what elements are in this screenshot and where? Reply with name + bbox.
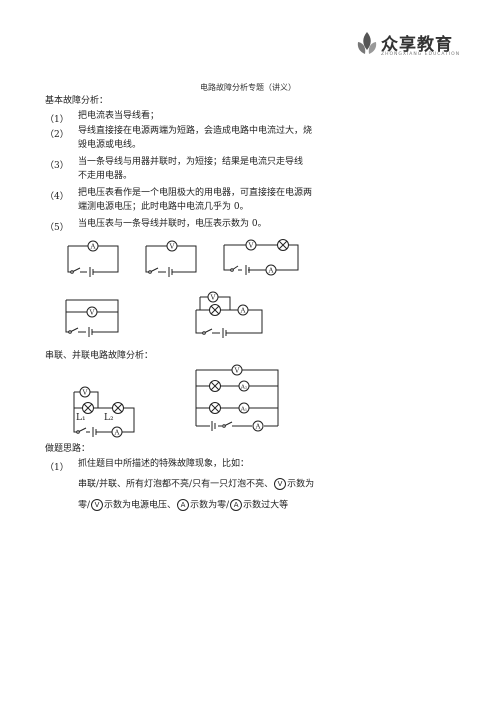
page-title: 电路故障分析专题（讲义） bbox=[200, 83, 296, 92]
item-text: 抓住题目中所描述的特殊故障现象，比如： bbox=[78, 459, 250, 469]
section-heading-basic: 基本故障分析： bbox=[45, 96, 109, 106]
ammeter-symbol-icon: A bbox=[177, 499, 190, 511]
circuit-series-l1-l2 bbox=[73, 386, 135, 438]
item-text: 不走用电器。 bbox=[78, 171, 133, 181]
voltmeter-label: V bbox=[248, 242, 254, 250]
circuit-ammeter-short bbox=[67, 240, 119, 277]
ammeter-label: A bbox=[114, 429, 120, 437]
item-text: 当电压表与一条导线并联时，电压表示数为 0。 bbox=[78, 219, 267, 229]
voltmeter-symbol-icon: V bbox=[274, 478, 287, 490]
brand-logo: 众享教育 ZHONGXIANG EDUCATION bbox=[355, 30, 460, 64]
lamp-labels: L₁ L₂ bbox=[76, 413, 114, 423]
item-text: 导线直接接在电源两端为短路，会造成电路中电流过大，烧 bbox=[78, 126, 313, 136]
item-number: （1） bbox=[45, 463, 69, 473]
item-text: 把电压表看作是一个电阻极大的用电器，可直接接在电源两 bbox=[78, 188, 313, 198]
logo-icon bbox=[357, 32, 377, 54]
meter-labels: A V V A V V A V A V A₂ A₁ A bbox=[82, 242, 274, 437]
section-heading-approach: 做题思路： bbox=[45, 444, 91, 454]
ammeter-a2-label: A₂ bbox=[240, 385, 247, 391]
brand-name: 众享教育 bbox=[381, 35, 453, 55]
voltmeter-label: V bbox=[169, 243, 175, 251]
circuit-voltmeter-wire bbox=[65, 299, 119, 337]
voltmeter-label: V bbox=[210, 294, 216, 302]
ammeter-label: A bbox=[90, 243, 96, 251]
circuit-voltmeter-lamp bbox=[223, 239, 299, 276]
voltmeter-symbol-icon: V bbox=[91, 499, 104, 511]
item-text: 毁电源或电线。 bbox=[78, 140, 142, 150]
lamp-l2-label: L₂ bbox=[104, 413, 114, 423]
circuit-voltmeter-across-lamp bbox=[195, 291, 263, 338]
voltmeter-label: V bbox=[82, 389, 88, 397]
lamp-l1-label: L₁ bbox=[76, 413, 86, 423]
item-text: 把电流表当导线看； bbox=[78, 111, 160, 121]
item-number: （3） bbox=[45, 161, 69, 171]
ammeter-label: A bbox=[240, 307, 246, 315]
section-heading-series-parallel: 串联、并联电路故障分析： bbox=[45, 351, 154, 361]
item-number: （5） bbox=[45, 223, 69, 233]
brand-subtitle: ZHONGXIANG EDUCATION bbox=[381, 52, 461, 57]
ammeter-label: A bbox=[255, 423, 261, 431]
item-text: 端测电源电压；此时电路中电流几乎为 0。 bbox=[78, 202, 249, 212]
circuit-voltmeter-source bbox=[145, 240, 197, 277]
item-number: （4） bbox=[45, 192, 69, 202]
item-text: 当一条导线与用器并联时，为短接；结果是电流只走导线 bbox=[78, 157, 304, 167]
voltmeter-label: V bbox=[234, 367, 240, 375]
ammeter-symbol-icon: A bbox=[230, 499, 243, 511]
item-number: （1） bbox=[45, 115, 69, 125]
circuit-parallel-a1-a2 bbox=[195, 364, 279, 432]
ammeter-label: A bbox=[268, 267, 274, 275]
ammeter-a1-label: A₁ bbox=[240, 407, 247, 413]
voltmeter-label: V bbox=[89, 309, 95, 317]
item-number: （2） bbox=[45, 130, 69, 140]
